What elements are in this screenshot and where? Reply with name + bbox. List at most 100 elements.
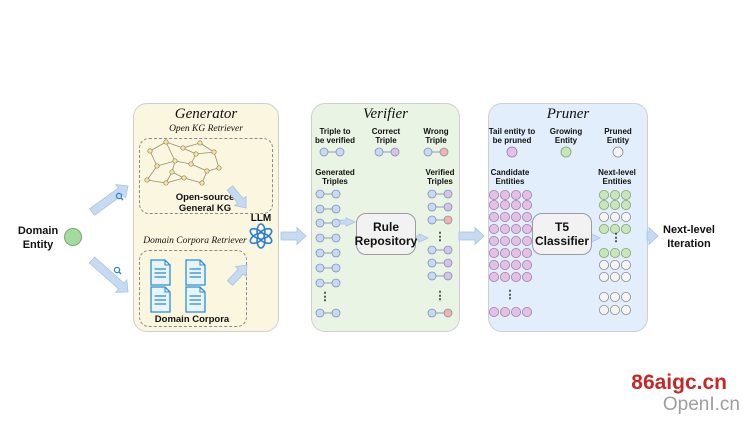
verified-triple-2-tail	[443, 202, 453, 212]
next-level-entity	[621, 189, 632, 200]
kg-node	[163, 139, 169, 145]
search-icon-upper	[115, 192, 123, 200]
candidate-entity	[488, 247, 499, 258]
candidate-entity	[510, 306, 521, 317]
generated-triple-3-tail	[331, 218, 341, 228]
arrow-verifier-to-pruner	[458, 226, 485, 246]
next-level-entity	[599, 304, 610, 315]
watermark-line-2: OpenI.cn	[662, 394, 740, 415]
verified-triple-5-head	[427, 258, 437, 268]
kg-edge	[190, 163, 208, 172]
next-level-entity	[610, 189, 621, 200]
candidate-entity	[522, 306, 533, 317]
verified-triple-2-head	[427, 202, 437, 212]
next-level-entity	[621, 259, 632, 270]
document-icon-3-fold	[164, 287, 170, 293]
pruner-title: Pruner	[546, 106, 590, 122]
arrow-kg-to-llm	[226, 185, 247, 209]
kg-edge	[149, 141, 167, 152]
candidate-entity	[510, 223, 521, 234]
pruner-legend-2: Growing Entity	[549, 127, 583, 145]
generated-triple-5-tail	[331, 248, 341, 258]
next-level-entity	[621, 291, 632, 302]
kg-edge	[149, 150, 158, 167]
open-kg-retriever-box: Open KG Retriever	[139, 124, 273, 214]
generated-triple-7-head	[315, 278, 325, 288]
generated-triple-2-head	[315, 204, 325, 214]
candidate-entity	[522, 189, 533, 200]
next-level-entity	[610, 223, 621, 234]
kg-edge	[156, 160, 176, 167]
kg-edge	[146, 165, 158, 181]
verified-triple-7-head	[427, 308, 437, 318]
generated-triples-ellipsis: ⋮	[320, 291, 331, 303]
verifier-legend-3: Wrong Triple	[423, 127, 449, 145]
verifier-legend-1: Triple to be verified	[314, 127, 355, 145]
candidate-entity	[488, 223, 499, 234]
next-level-entity	[621, 304, 632, 315]
legend-correct-triple-head	[374, 147, 384, 157]
verified-triple-3-tail	[443, 215, 453, 225]
generator-title: Generator	[174, 106, 238, 122]
legend-triple-to-verify-head	[319, 147, 329, 157]
legend-correct-triple-tail	[390, 147, 400, 157]
arrow-to-corpora-retriever	[88, 256, 129, 293]
candidate-entity	[522, 211, 533, 222]
candidate-entity	[499, 199, 510, 210]
arrow-out-classifier	[590, 233, 601, 243]
legend-tail-entity	[506, 146, 518, 158]
candidate-entity	[522, 259, 533, 270]
verified-triple-3-head	[427, 215, 437, 225]
generated-triple-7-tail	[331, 278, 341, 288]
kg-node	[197, 140, 203, 146]
next-level-entity	[599, 271, 610, 282]
next-level-entity	[599, 211, 610, 222]
kg-edge	[165, 141, 184, 149]
generated-triple-3-head	[315, 218, 325, 228]
candidate-entity	[488, 199, 499, 210]
candidate-entities-ellipsis: ⋮	[505, 289, 516, 301]
kg-node	[172, 158, 178, 164]
llm-icon-core	[257, 232, 265, 240]
document-icon-1-fold	[164, 260, 170, 266]
rule-repository-box: Rule Repository	[355, 213, 417, 255]
generated-triple-4-head	[315, 233, 325, 243]
domain-corpora-caption: Domain Corpora	[154, 314, 230, 325]
candidate-entities-heading: Candidate Entities	[490, 168, 530, 186]
kg-node	[154, 163, 160, 169]
candidate-entity	[488, 306, 499, 317]
pruner-legend-1: Tail entity to be pruned	[488, 127, 536, 145]
verifier-title: Verifier	[363, 106, 408, 122]
generated-triple-1-head	[315, 189, 325, 199]
verified-triples-ellipsis-1: ⋮	[435, 231, 446, 243]
candidate-entity	[488, 259, 499, 270]
next-level-entity	[621, 247, 632, 258]
domain-entity-label: Domain Entity	[17, 225, 59, 251]
kg-node	[204, 168, 210, 174]
generated-triple-5-head	[315, 248, 325, 258]
kg-node	[211, 149, 217, 155]
domain-entity-node	[64, 228, 82, 246]
domain-corpora-retriever-box: Domain Corpora Retriever	[139, 236, 247, 327]
arrow-generator-to-verifier	[280, 226, 307, 246]
candidate-entity	[499, 211, 510, 222]
next-level-entity	[621, 211, 632, 222]
llm-label: LLM	[250, 213, 272, 224]
verified-triple-6-head	[427, 271, 437, 281]
verified-triple-4-tail	[443, 245, 453, 255]
kg-node	[144, 177, 150, 183]
search-icon-upper-handle	[120, 197, 124, 201]
kg-node	[163, 180, 169, 186]
verified-triple-5-tail	[443, 258, 453, 268]
kg-node	[193, 151, 199, 157]
legend-growing-entity	[560, 146, 572, 158]
next-level-entities-ellipsis: ⋮	[611, 232, 622, 244]
next-level-entity	[599, 259, 610, 270]
candidate-entity	[499, 189, 510, 200]
domain-corpora-retriever-title: Domain Corpora Retriever	[143, 236, 247, 246]
candidate-entity	[510, 247, 521, 258]
verified-triple-4-head	[427, 245, 437, 255]
kg-node	[147, 148, 153, 154]
next-level-entity	[599, 247, 610, 258]
